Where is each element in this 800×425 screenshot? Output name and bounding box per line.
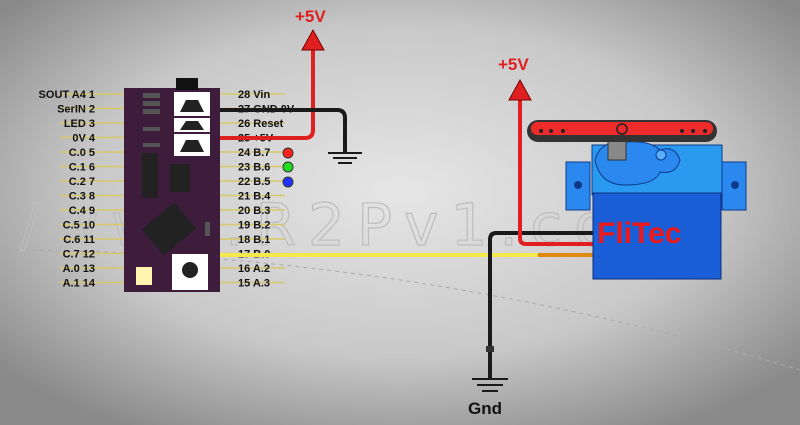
- led-green-icon: [282, 161, 294, 173]
- left-pin-label: C.6 11: [63, 234, 95, 246]
- right-pin-label: 26 Reset: [238, 118, 284, 130]
- right-pin-label: 28 Vin: [238, 89, 270, 101]
- left-pin-label: C.4 9: [69, 205, 95, 217]
- chip-ground-wire: [220, 108, 362, 164]
- servo-ground-wire: [472, 231, 595, 392]
- left-pin-label: C.7 12: [63, 249, 95, 261]
- servo-power-wire: [508, 78, 595, 246]
- chip-plus5v-label: +5V: [295, 7, 326, 26]
- servo-motor: [527, 120, 747, 280]
- right-pin-label: 19 B.2: [238, 220, 270, 232]
- left-pin-label: 0V 4: [72, 133, 96, 145]
- picaxe-chip: [124, 78, 220, 292]
- left-pin-label: C.1 6: [69, 162, 95, 174]
- right-pin-label: 24 B.7: [238, 147, 270, 159]
- servo-plus5v-label: +5V: [498, 55, 529, 74]
- left-pin-label: A.0 13: [63, 263, 95, 275]
- servo-brand: FliTec: [597, 217, 681, 250]
- led-blue-icon: [282, 176, 294, 188]
- left-pin-label: C.2 7: [69, 176, 95, 188]
- right-pin-label: 15 A.3: [238, 278, 270, 290]
- left-pin-label: SerIN 2: [57, 104, 95, 116]
- gnd-label: Gnd: [468, 399, 502, 418]
- led-red-icon: [282, 147, 294, 159]
- left-pin-label: C.5 10: [63, 220, 95, 232]
- right-pin-label: 16 A.2: [238, 263, 270, 275]
- left-pin-label: C.0 5: [69, 147, 95, 159]
- left-pin-label: A.1 14: [63, 278, 96, 290]
- left-pin-label: C.3 8: [69, 191, 95, 203]
- left-pin-label: LED 3: [64, 118, 95, 130]
- right-pin-label: 18 B.1: [238, 234, 270, 246]
- right-pin-label: 20 B.3: [238, 205, 270, 217]
- chip-power-wire: [220, 28, 325, 140]
- right-pin-label: 21 B.4: [238, 191, 271, 203]
- right-pin-label: 22 B.5: [238, 176, 270, 188]
- right-pin-label: 23 B.6: [238, 162, 270, 174]
- left-pin-label: SOUT A4 1: [39, 89, 95, 101]
